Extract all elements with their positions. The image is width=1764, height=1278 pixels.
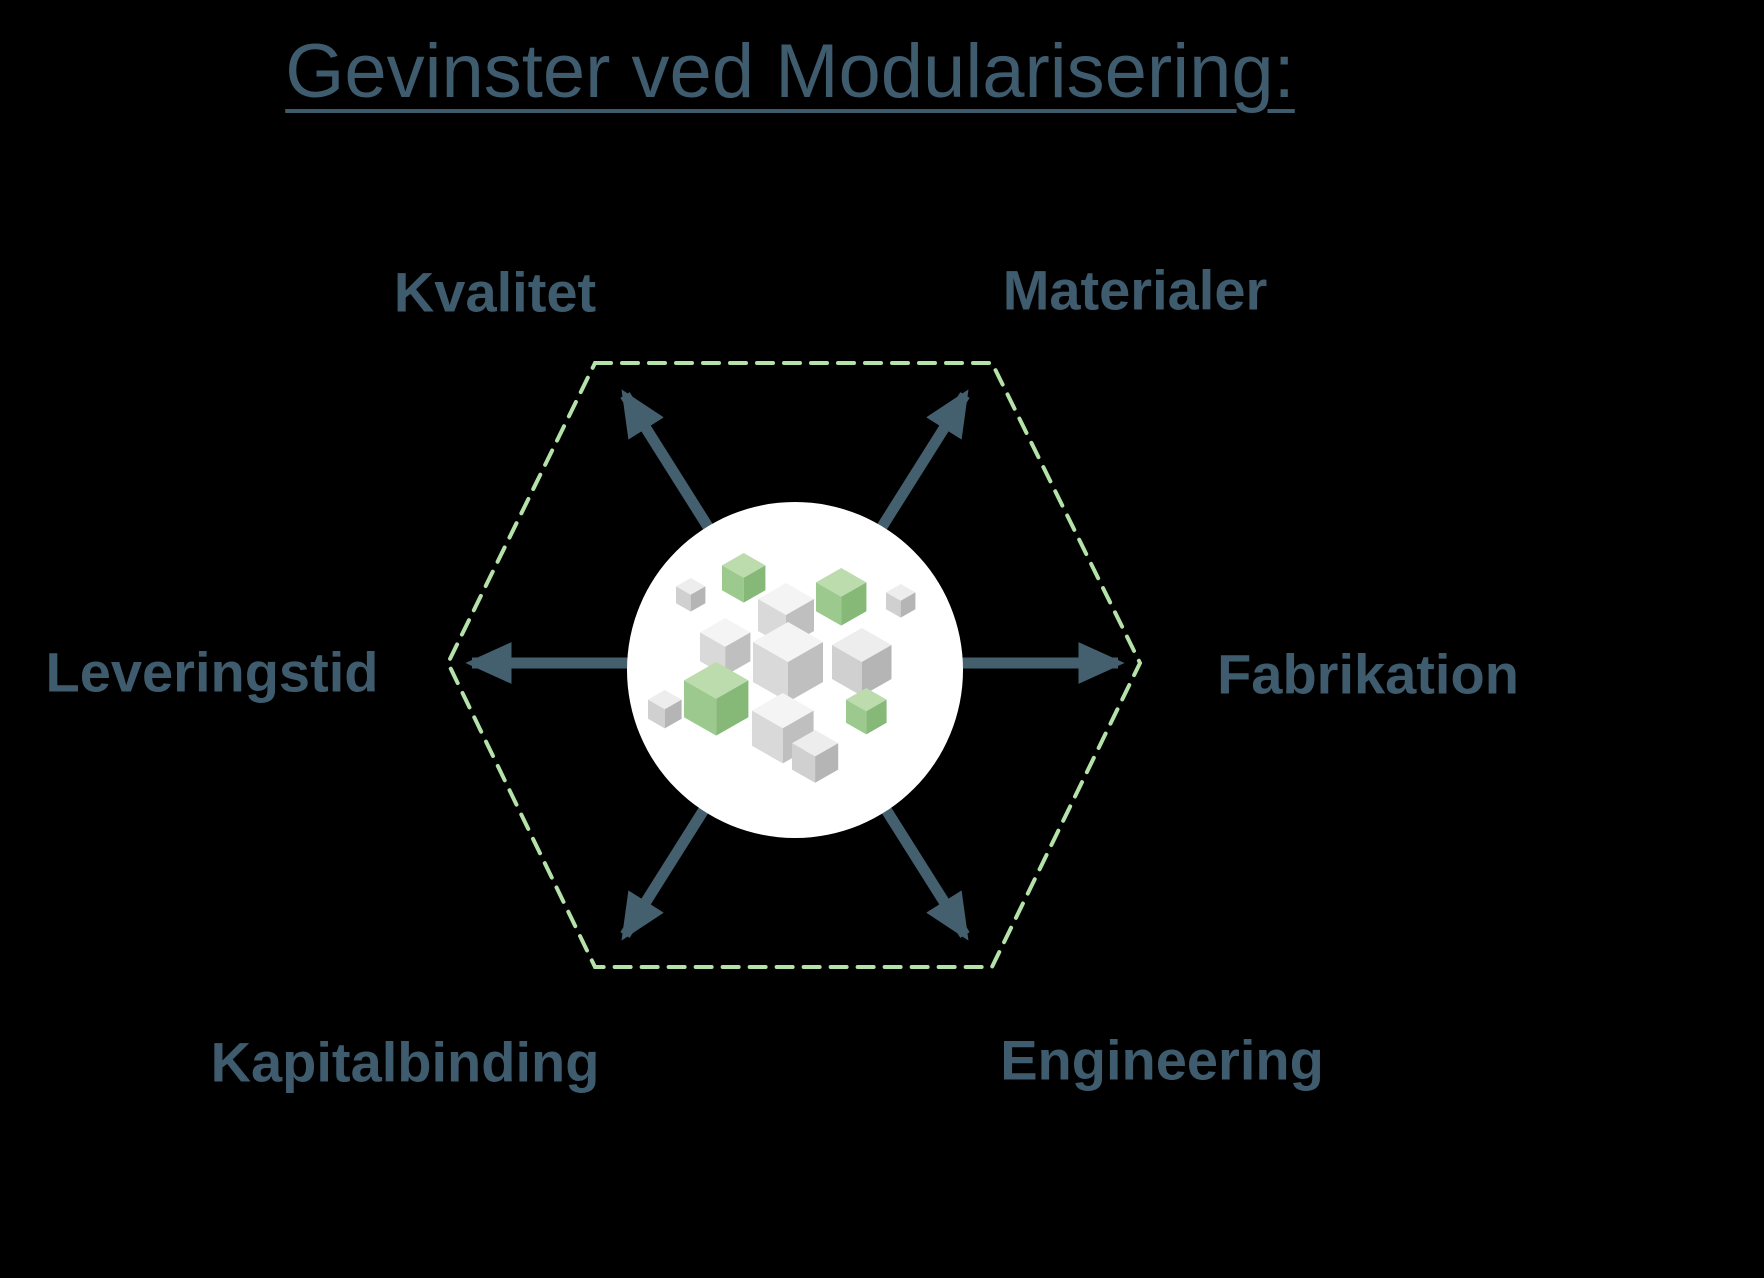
label-engineering: Engineering: [1000, 1028, 1324, 1092]
label-leveringstid: Leveringstid: [45, 640, 379, 704]
label-fabrikation: Fabrikation: [1217, 642, 1519, 706]
label-kvalitet: Kvalitet: [393, 260, 597, 324]
label-kapitalbinding: Kapitalbinding: [210, 1030, 600, 1094]
label-materialer: Materialer: [1002, 258, 1268, 322]
page-title: Gevinster ved Modularisering:: [285, 29, 1295, 114]
hexagon-outline: [445, 361, 1143, 969]
